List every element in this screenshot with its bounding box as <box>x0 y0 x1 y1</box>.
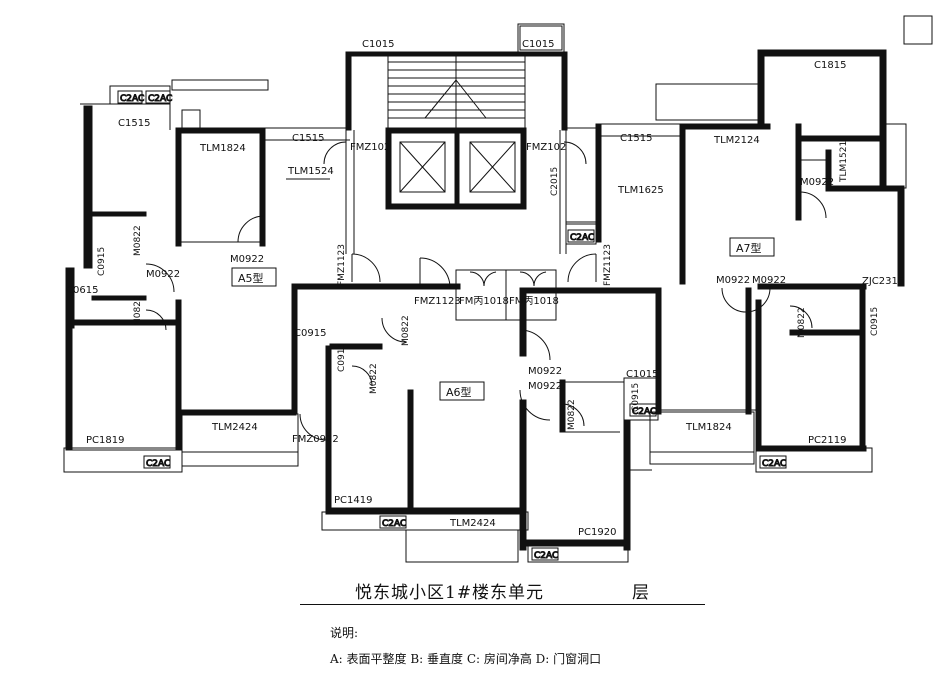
unit-a6-walls <box>321 269 661 563</box>
label-m0922-g: M0922 <box>800 177 834 188</box>
label-m0822-f: M0822 <box>567 399 577 430</box>
corridor-lines <box>345 130 652 471</box>
label-pc1819: PC1819 <box>86 435 124 446</box>
stair-treads <box>388 56 525 128</box>
drawing-title: 悦东城小区1#楼东单元 <box>355 583 545 603</box>
ac-label-d: C2AC <box>382 519 406 529</box>
label-tlm1625: TLM1625 <box>617 185 664 196</box>
ac-label-c: C2AC <box>146 459 170 469</box>
label-fmz0922: FMZ0922 <box>292 434 339 445</box>
label-fmb1018-a: FM丙1018 <box>459 296 509 307</box>
label-m0922-e: M0922 <box>528 366 562 377</box>
label-c1515-a: C1515 <box>118 118 150 129</box>
label-c0615: C0615 <box>66 285 98 296</box>
unit-label-a6: A6型 <box>446 385 472 399</box>
label-zjc2315: ZJC2315 <box>862 276 904 287</box>
label-c0915-c: C0915 <box>294 328 326 339</box>
label-m0922-b: M0922 <box>146 269 180 280</box>
label-m0922-f: M0922 <box>528 381 562 392</box>
title-underline <box>300 604 705 605</box>
ac-label-a: C2AC <box>120 94 144 104</box>
label-fmz1123-left: FMZ1123 <box>337 244 347 286</box>
label-m0822-e: M0822 <box>369 363 379 394</box>
label-tlm2124: TLM2124 <box>713 135 760 146</box>
label-c1515-c: C1515 <box>620 133 652 144</box>
label-tlm2424-mid: TLM2424 <box>449 518 496 529</box>
ac-label-e: C2AC <box>534 551 558 561</box>
label-tlm2424-left: TLM2424 <box>211 422 258 433</box>
label-c1815: C1815 <box>814 60 846 71</box>
label-c0915-d: C0915 <box>337 343 347 372</box>
label-c0915-a: C0915 <box>97 247 107 276</box>
unit-a6-doors <box>299 257 585 441</box>
unit-label-a5: A5型 <box>238 271 264 285</box>
label-tlm1824-left: TLM1824 <box>199 143 246 154</box>
label-fmz102-left: FMZ102 <box>350 142 390 153</box>
label-fmz1123-mid: FMZ1123 <box>414 296 461 307</box>
ac-label-g: C2AC <box>570 233 594 243</box>
label-m0822-c: M0822 <box>797 307 807 338</box>
label-m0922-c: M0922 <box>716 275 750 286</box>
unit-a5-doors <box>145 215 381 331</box>
label-pc1920: PC1920 <box>578 527 616 538</box>
label-tlm1524: TLM1524 <box>287 166 334 177</box>
label-m0922-a: M0922 <box>230 254 264 265</box>
unit-labels: A5型 A6型 A7型 <box>231 237 775 401</box>
floor-suffix: 层 <box>632 583 649 603</box>
stair-core <box>345 23 568 210</box>
opening-labels: C1015 C1015 C1815 C1515 C1515 C1515 TLM1… <box>66 39 904 538</box>
label-tlm1824-right: TLM1824 <box>685 422 732 433</box>
label-m0822-b: M0822 <box>133 295 143 326</box>
label-fmz102-right: FMZ102 <box>526 142 566 153</box>
label-c1015-mid: C1015 <box>626 369 658 380</box>
unit-label-a7: A7型 <box>736 241 762 255</box>
label-fmb1018-b: FM丙1018 <box>509 296 559 307</box>
ac-label-f: C2AC <box>762 459 786 469</box>
label-c1015-right: C1015 <box>522 39 554 50</box>
notes-legend: A: 表面平整度 B: 垂直度 C: 房间净高 D: 门窗洞口 <box>330 652 602 666</box>
unit-a5-walls <box>63 79 413 473</box>
label-pc2119: PC2119 <box>808 435 846 446</box>
label-c1515-b: C1515 <box>292 133 324 144</box>
ac-label-h: C2AC <box>632 407 656 417</box>
ac-platforms: C2AC C2AC C2AC C2AC C2AC C2AC C2AC C2AC <box>117 90 787 562</box>
label-pc1419: PC1419 <box>334 495 372 506</box>
elevator-left <box>399 141 446 193</box>
label-m0822-d: M0822 <box>401 315 411 346</box>
unit-a7-doors <box>323 141 827 329</box>
label-c2015: C2015 <box>550 167 560 196</box>
label-m0922-d: M0922 <box>752 275 786 286</box>
label-fmz1123-right: FMZ1123 <box>603 244 613 286</box>
label-c1015-left: C1015 <box>362 39 394 50</box>
label-m0822-a: M0822 <box>133 225 143 256</box>
elevator-right <box>469 141 516 193</box>
notes-heading: 说明: <box>330 626 359 640</box>
label-c0915-e: C0915 <box>631 383 641 412</box>
unit-a7-walls <box>565 15 933 473</box>
label-tlm1521: TLM1521 <box>839 141 849 183</box>
label-c0915-b: C0915 <box>870 307 880 336</box>
ac-label-b: C2AC <box>148 94 172 104</box>
